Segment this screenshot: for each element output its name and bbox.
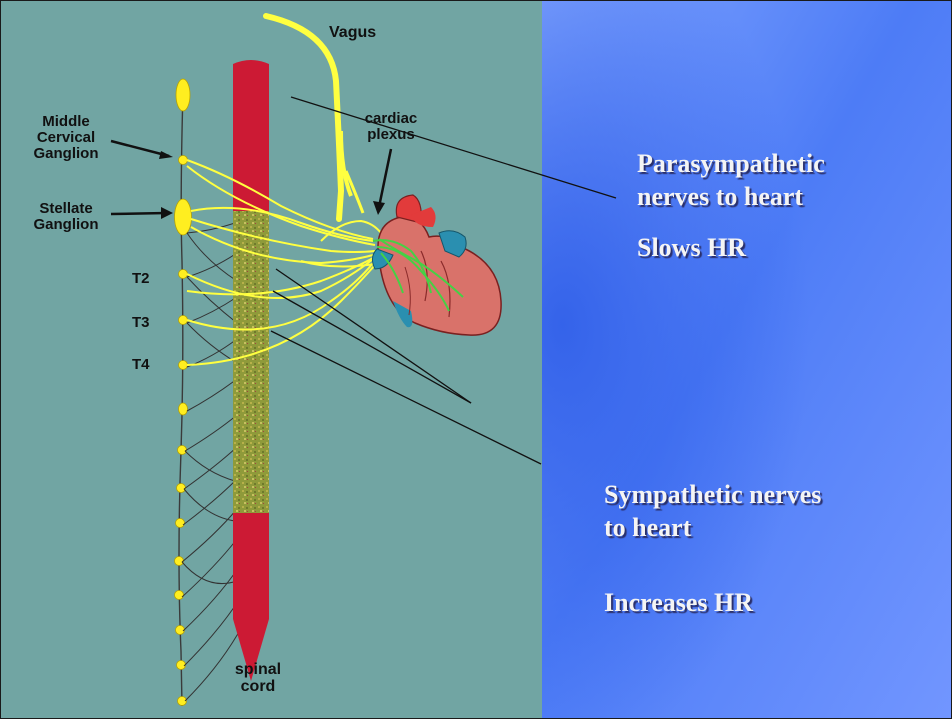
cardiac-plexus-label-line: plexus	[341, 127, 441, 143]
diagram-panel	[1, 1, 542, 719]
middle-cervical-ganglion-label: Middle Cervical Ganglion	[25, 114, 107, 161]
parasympathetic-callout-line: nerves to heart	[637, 181, 825, 214]
cardiac-plexus-label: cardiac plexus	[341, 111, 441, 143]
sympathetic-callout-title: Sympathetic nerves to heart	[604, 479, 821, 544]
middle-cervical-ganglion-label-line: Cervical	[25, 130, 107, 146]
stellate-ganglion-label-line: Ganglion	[25, 217, 107, 233]
sympathetic-callout-line: to heart	[604, 512, 821, 545]
stellate-ganglion-label: Stellate Ganglion	[25, 201, 107, 233]
middle-cervical-ganglion-label-line: Ganglion	[25, 146, 107, 162]
t2-label: T2	[132, 271, 150, 287]
superior-cervical-ganglion	[176, 79, 190, 111]
parasympathetic-callout-line: Parasympathetic	[637, 148, 825, 181]
t4-label: T4	[132, 357, 150, 373]
middle-cervical-ganglion-label-line: Middle	[25, 114, 107, 130]
parasympathetic-callout-title: Parasympathetic nerves to heart	[637, 148, 825, 213]
spinal-cord-label-line: spinal	[223, 662, 293, 679]
stellate-ganglion-label-line: Stellate	[25, 201, 107, 217]
cardiac-plexus-label-line: cardiac	[341, 111, 441, 127]
stellate-ganglion	[175, 199, 192, 235]
sympathetic-effect: Increases HR	[604, 587, 753, 620]
vagus-label: Vagus	[329, 25, 376, 42]
middle-cervical-ganglion	[179, 156, 188, 165]
spinal-cord-label: spinal cord	[223, 662, 293, 696]
spinal-cord-label-line: cord	[223, 679, 293, 696]
parasympathetic-effect: Slows HR	[637, 232, 746, 265]
sympathetic-callout-line: Sympathetic nerves	[604, 479, 821, 512]
t3-label: T3	[132, 315, 150, 331]
